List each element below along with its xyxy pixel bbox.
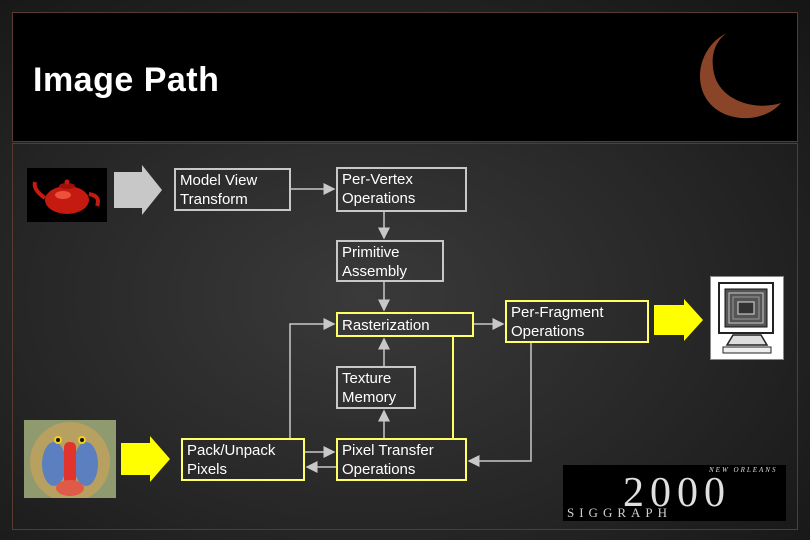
moon-logo-icon <box>699 33 781 119</box>
model-view-transform-box: Model View Transform <box>174 168 291 211</box>
arrow-pack-to-rasterization <box>289 318 336 438</box>
pixel-transfer-operations-box: Pixel Transfer Operations <box>336 438 467 481</box>
arrow-perfragment-to-pixeltransfer <box>467 343 532 467</box>
input-gray-block-arrow <box>114 165 162 215</box>
pixels-yellow-block-arrow <box>121 436 170 482</box>
title-bar: Image Path <box>12 12 798 142</box>
logo-name-text: SIGGRAPH <box>567 505 673 520</box>
primitive-assembly-box: Primitive Assembly <box>336 240 444 282</box>
page-title: Image Path <box>33 61 220 99</box>
rasterization-box: Rasterization <box>336 312 474 337</box>
mandrill-icon <box>24 420 116 498</box>
output-yellow-block-arrow <box>654 299 703 341</box>
per-fragment-operations-box: Per-Fragment Operations <box>505 300 649 343</box>
teapot-icon <box>27 168 107 222</box>
texture-memory-box: Texture Memory <box>336 366 416 409</box>
per-vertex-operations-box: Per-Vertex Operations <box>336 167 467 212</box>
siggraph-2000-logo: NEW ORLEANS 2000 SIGGRAPH <box>563 465 786 521</box>
logo-year-text: 2000 <box>623 470 731 516</box>
monitor-icon <box>710 276 784 360</box>
logo-location-text: NEW ORLEANS <box>709 466 778 474</box>
pack-unpack-pixels-box: Pack/Unpack Pixels <box>181 438 305 481</box>
diagram-frame <box>12 143 798 530</box>
